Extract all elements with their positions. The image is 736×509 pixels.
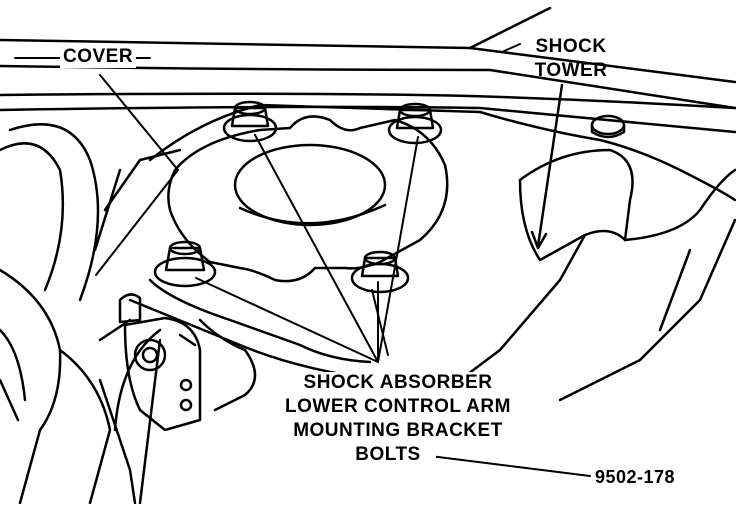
bolt-top-right — [387, 102, 443, 145]
label-shock-tower-line1: SHOCK — [535, 36, 607, 57]
label-bolts-line4: BOLTS — [340, 444, 436, 466]
shock-tower — [148, 83, 736, 402]
label-shock-tower-line2: TOWER — [534, 60, 608, 81]
bolt-bottom-left — [153, 240, 217, 288]
label-bolts-line1: SHOCK ABSORBER — [270, 372, 526, 394]
leader-lines — [14, 43, 591, 477]
label-bolts-line2: LOWER CONTROL ARM — [270, 396, 526, 418]
label-bolts-line3: MOUNTING BRACKET — [270, 420, 526, 442]
bolt-top-left — [222, 100, 278, 143]
bolt-bottom-right — [350, 250, 410, 294]
fender-panel — [0, 6, 736, 134]
wiring-harness — [0, 123, 202, 505]
label-cover: COVER — [60, 46, 137, 68]
figure-id: 9502-178 — [592, 466, 679, 488]
